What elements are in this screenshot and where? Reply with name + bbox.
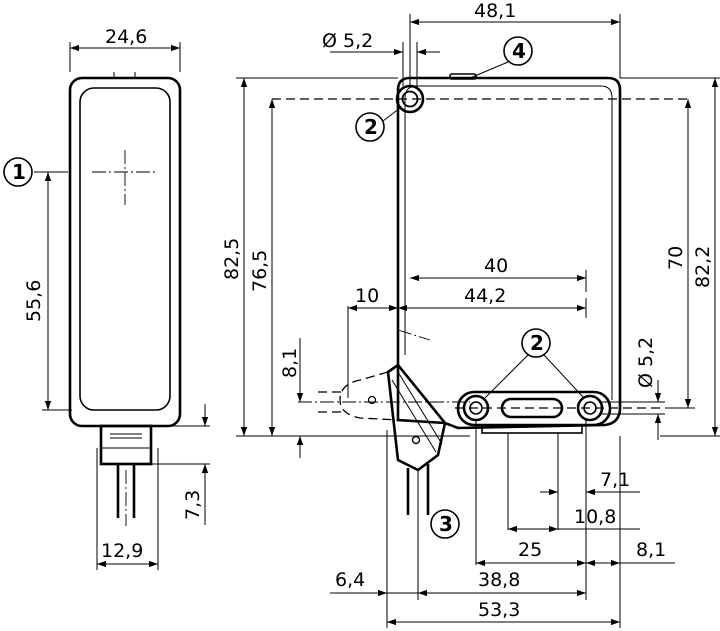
dim-side-width: 24,6 xyxy=(105,26,147,48)
dim-offset-10: 10 xyxy=(355,285,379,307)
dim-hole-diameter-side: Ø 5,2 xyxy=(635,337,657,388)
dim-side-cable-height: 7,3 xyxy=(182,490,204,520)
dim-front-height-inner: 76,5 xyxy=(249,250,271,292)
side-view: 24,6 1 55,6 7,3 12,9 xyxy=(3,26,210,570)
callout-4: 4 xyxy=(512,39,526,63)
front-connector xyxy=(386,363,447,515)
callout-3: 3 xyxy=(439,512,453,536)
dim-front-height-outer: 82,5 xyxy=(221,238,243,280)
dim-side-cable-width: 12,9 xyxy=(101,540,143,562)
side-connector xyxy=(99,424,153,466)
dim-bottom-8-1: 8,1 xyxy=(636,539,666,561)
dim-bottom-53-3: 53,3 xyxy=(478,599,520,621)
callout-3-circle xyxy=(430,509,460,539)
dim-optic-width-44: 44,2 xyxy=(464,285,506,307)
callout-1-circle xyxy=(3,157,33,187)
callout-2-top: 2 xyxy=(364,115,378,139)
dim-offset-8-1: 8,1 xyxy=(279,348,301,378)
dim-right-height-82: 82,2 xyxy=(692,246,714,288)
dim-front-width: 48,1 xyxy=(474,0,516,22)
dim-optic-width-40: 40 xyxy=(484,255,508,277)
side-lens-window xyxy=(79,87,171,411)
callout-2-bottom: 2 xyxy=(530,331,544,355)
dim-bottom-6-4: 6,4 xyxy=(335,569,365,591)
dim-bottom-7-1: 7,1 xyxy=(600,469,630,491)
dim-side-height: 55,6 xyxy=(23,280,45,322)
callout-2-bottom-circle xyxy=(521,328,551,358)
dim-right-height-70: 70 xyxy=(665,246,687,270)
front-connector-alt xyxy=(339,371,399,421)
callout-4-circle xyxy=(503,36,533,66)
dim-bottom-10-8: 10,8 xyxy=(574,506,616,528)
front-indicator xyxy=(449,73,477,80)
callout-1: 1 xyxy=(12,160,26,184)
front-view: 48,1 Ø 5,2 4 2 82,5 76,5 8,1 10 xyxy=(221,0,720,628)
dim-bottom-25: 25 xyxy=(518,539,542,561)
front-housing xyxy=(396,76,622,430)
dim-bottom-38-8: 38,8 xyxy=(478,569,520,591)
callout-2-top-circle xyxy=(355,112,385,142)
side-housing xyxy=(68,76,182,428)
dim-hole-diameter-top: Ø 5,2 xyxy=(322,30,373,52)
